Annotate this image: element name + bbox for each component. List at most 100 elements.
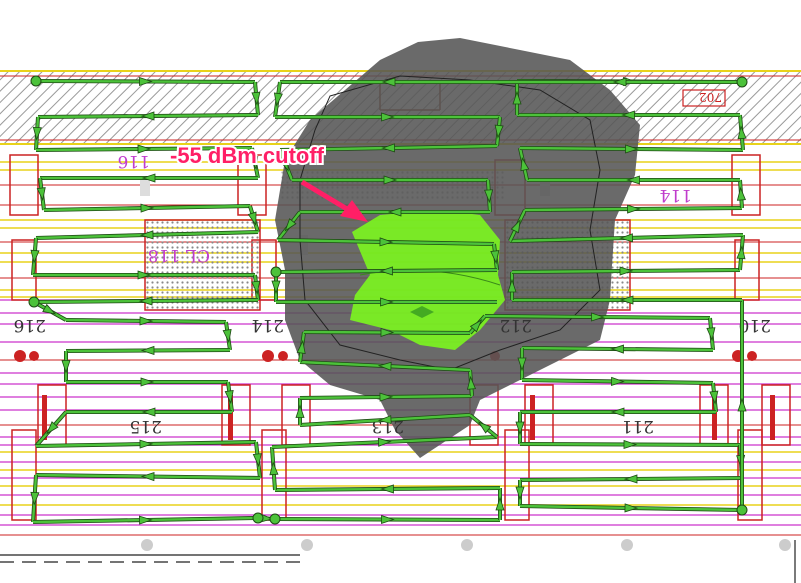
walk-endpoint xyxy=(269,513,281,525)
pillar-dots xyxy=(141,539,791,551)
walk-direction-arrow xyxy=(626,175,640,185)
walk-direction-arrow xyxy=(36,187,46,202)
walk-direction-arrow xyxy=(138,296,153,306)
room-label-118: CL 118 xyxy=(148,245,210,265)
walk-direction-arrow xyxy=(273,92,283,107)
walk-direction-arrow xyxy=(279,157,289,172)
room-label-702: 702 xyxy=(699,90,722,104)
bottom-border xyxy=(0,540,796,583)
walk-direction-arrow xyxy=(623,439,638,450)
walk-direction-arrow xyxy=(737,397,747,412)
walk-endpoint xyxy=(28,296,40,308)
room-label-214: 214 xyxy=(252,315,284,335)
walk-direction-arrow xyxy=(627,204,641,214)
walk-direction-arrow xyxy=(619,233,634,243)
walk-direction-arrow xyxy=(379,266,393,276)
walk-endpoint xyxy=(30,75,42,87)
coverage-heatmap xyxy=(275,38,640,458)
walk-endpoint xyxy=(736,504,748,516)
walk-direction-arrow xyxy=(623,474,638,484)
walk-direction-arrow xyxy=(709,390,719,405)
room-702-box xyxy=(682,89,726,107)
walk-direction-arrow xyxy=(515,421,525,436)
walk-direction-arrow xyxy=(380,484,394,494)
annotation-text: -55 dBm cutoff xyxy=(170,143,325,168)
walk-direction-arrow xyxy=(610,344,624,354)
walk-direction-arrow xyxy=(619,295,634,305)
walk-direction-arrow xyxy=(624,503,639,513)
walk-direction-arrow xyxy=(139,316,154,326)
survey-walk-path xyxy=(28,75,748,525)
walk-direction-arrow xyxy=(271,280,281,295)
walk-direction-arrow xyxy=(484,189,494,204)
walk-direction-arrow xyxy=(380,297,394,307)
walk-direction-arrow xyxy=(137,144,152,154)
walk-direction-arrow xyxy=(137,270,152,280)
walk-direction-arrow xyxy=(625,144,639,154)
walk-direction-arrow xyxy=(466,375,477,390)
walk-direction-arrow xyxy=(224,390,234,405)
walk-direction-arrow xyxy=(381,77,396,87)
walk-direction-arrow xyxy=(736,245,746,260)
walk-direction-arrow xyxy=(251,280,261,295)
walk-direction-arrow xyxy=(611,376,625,386)
coverage-peak xyxy=(410,306,434,318)
walk-direction-arrow xyxy=(377,437,392,447)
walk-endpoint xyxy=(270,266,282,278)
walk-direction-arrow xyxy=(379,237,394,247)
walk-direction-arrow xyxy=(507,278,517,293)
walk-direction-arrow xyxy=(612,77,627,87)
walk-direction-arrow xyxy=(61,360,71,374)
walk-direction-arrow xyxy=(222,329,232,344)
walk-direction-arrow xyxy=(141,407,156,417)
walk-direction-arrow xyxy=(139,439,154,449)
walk-direction-arrow xyxy=(495,496,505,511)
red-fills xyxy=(42,395,775,440)
walk-direction-arrow xyxy=(381,514,395,525)
walk-direction-arrow xyxy=(42,303,57,315)
walk-direction-arrow xyxy=(140,203,155,213)
walk-direction-arrow xyxy=(510,218,521,234)
walk-direction-arrow xyxy=(494,124,504,139)
walk-direction-arrow xyxy=(295,404,305,418)
walk-direction-arrow xyxy=(515,486,525,501)
walk-direction-arrow xyxy=(379,392,394,402)
walk-direction-arrow xyxy=(251,91,261,106)
walk-direction-arrow xyxy=(706,327,716,342)
room-label-210: 210 xyxy=(739,315,771,335)
walk-direction-arrow xyxy=(381,112,395,122)
walk-direction-arrow xyxy=(490,250,500,265)
walk-direction-arrow xyxy=(46,421,59,435)
walk-direction-arrow xyxy=(610,407,625,417)
walk-direction-arrow xyxy=(377,415,392,425)
room-label-211: 211 xyxy=(622,416,654,436)
annotation-arrow-shaft xyxy=(300,179,354,215)
room-labels: 116 114 CL 118 216 214 212 210 215 213 2… xyxy=(14,90,771,436)
walk-direction-arrow xyxy=(139,515,153,525)
walk-endpoint xyxy=(252,512,264,524)
annotation-callout: -55 dBm cutoff xyxy=(168,141,368,222)
coverage-gray-contour xyxy=(299,75,601,371)
walk-direction-arrow xyxy=(140,111,155,121)
room-label-114: 114 xyxy=(660,185,692,205)
walk-direction-arrow xyxy=(517,357,527,372)
walk-direction-arrow xyxy=(247,211,257,226)
walk-direction-arrow xyxy=(387,207,402,217)
walk-direction-arrow xyxy=(477,421,492,434)
walk-direction-arrow xyxy=(296,339,306,354)
walk-direction-arrow xyxy=(139,230,154,240)
walk-direction-arrow xyxy=(619,266,634,276)
walk-direction-arrow xyxy=(32,126,42,141)
walk-direction-arrow xyxy=(512,90,522,105)
walk-direction-arrow xyxy=(381,143,395,153)
walk-direction-arrow xyxy=(591,312,605,322)
walk-direction-arrow xyxy=(140,472,155,482)
walk-direction-arrow xyxy=(736,186,746,201)
walk-direction-arrow xyxy=(383,175,398,185)
walk-direction-arrow xyxy=(377,361,392,371)
walk-direction-arrow xyxy=(269,461,279,476)
room-label-116: 116 xyxy=(118,151,150,171)
walk-direction-arrow xyxy=(621,110,635,120)
walk-direction-arrow xyxy=(380,327,395,338)
